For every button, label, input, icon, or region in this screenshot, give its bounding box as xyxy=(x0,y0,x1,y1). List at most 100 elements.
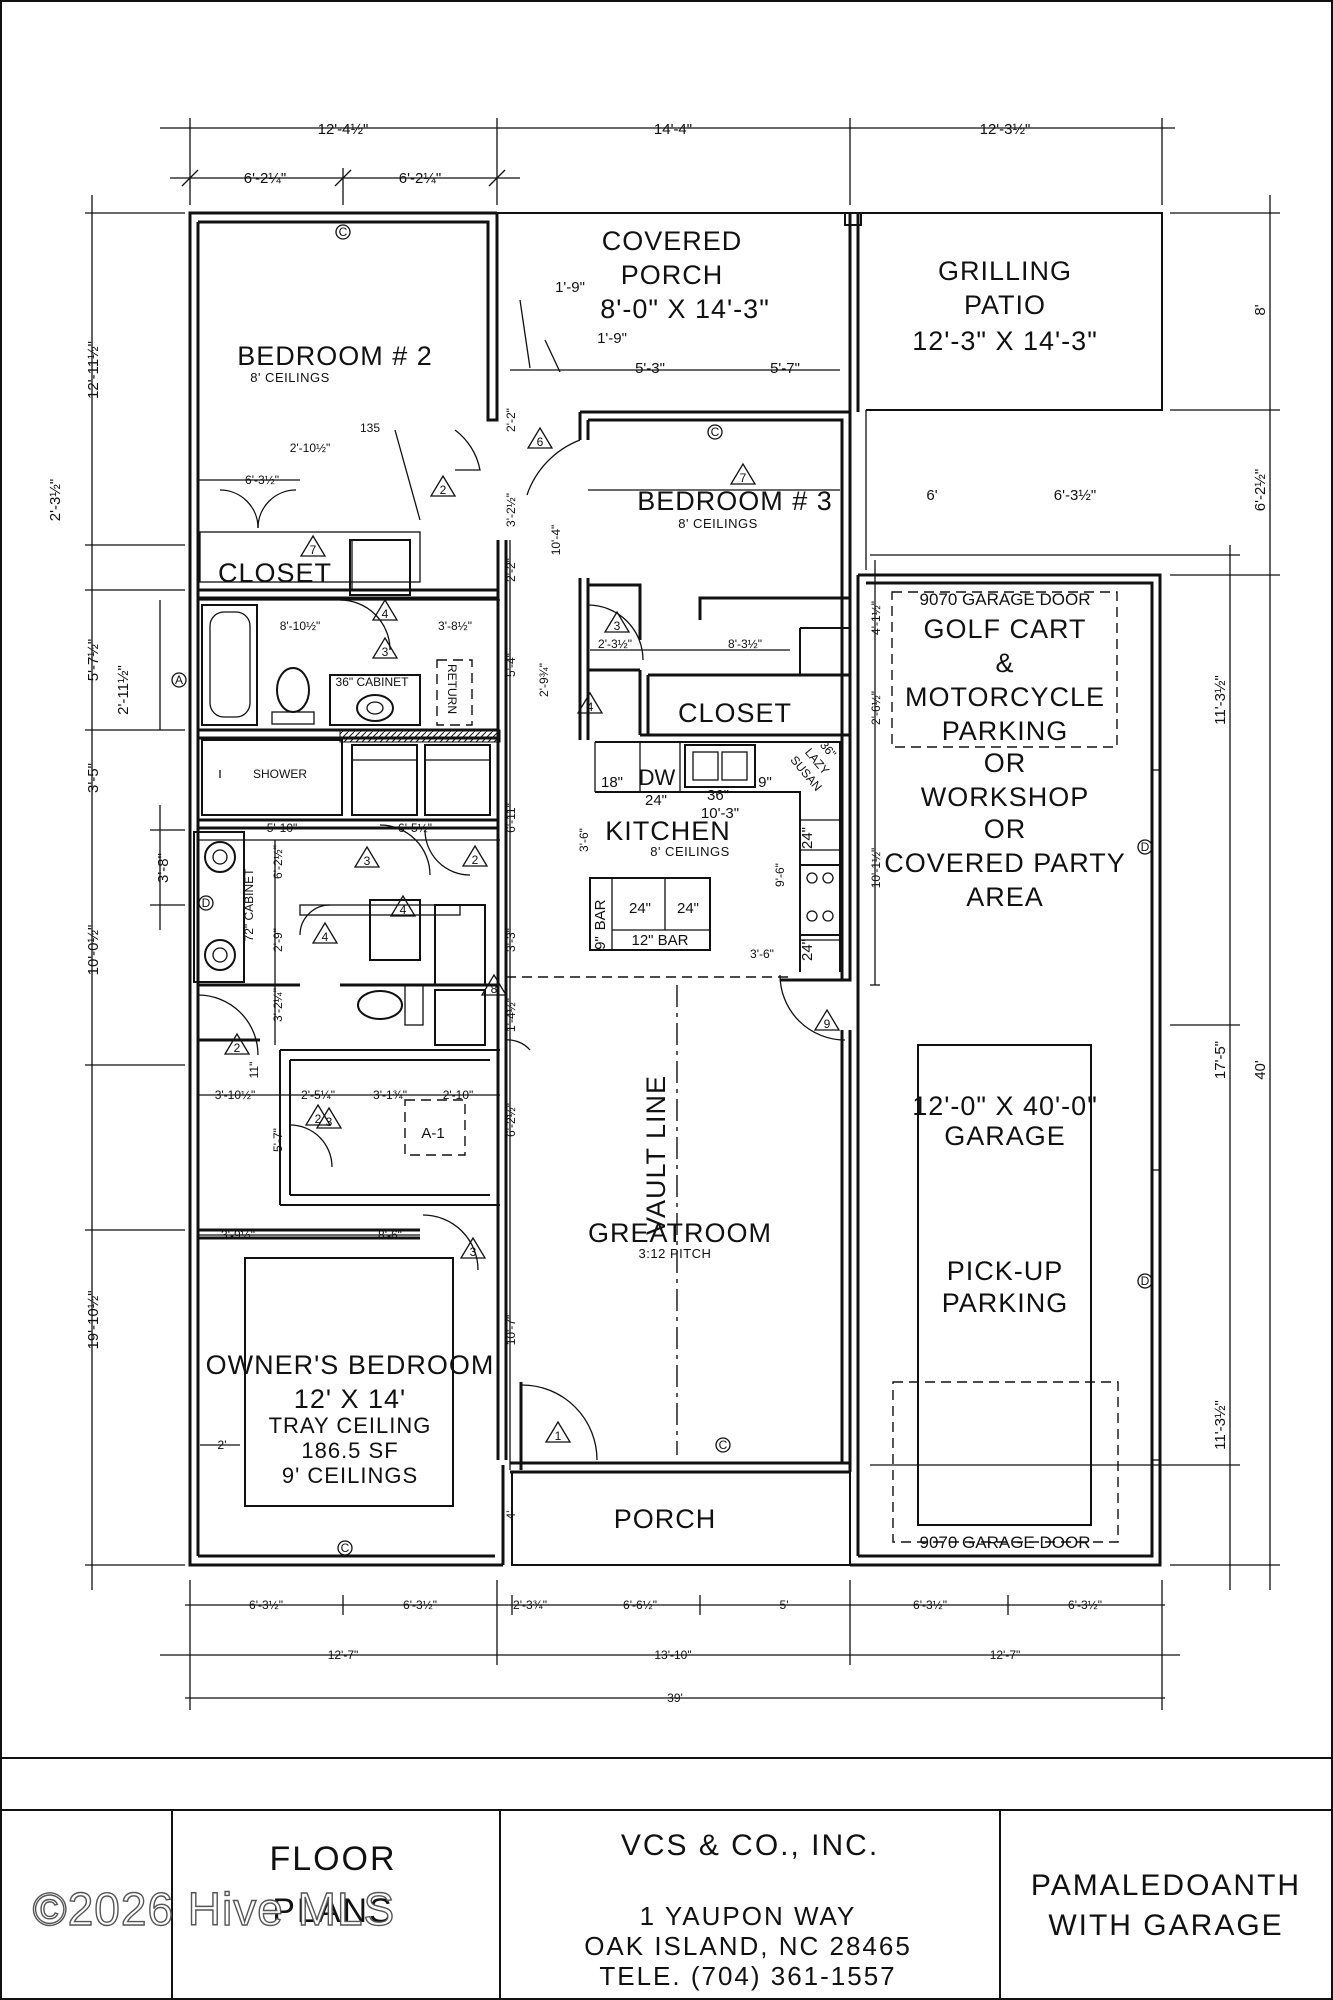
grilling-patio-label: PATIO xyxy=(964,290,1046,320)
svg-text:6'-2½": 6'-2½" xyxy=(271,845,285,879)
svg-text:3'-10½": 3'-10½" xyxy=(215,1088,256,1102)
owners-bedroom-area: 186.5 SF xyxy=(301,1438,398,1463)
svg-text:8'-6": 8'-6" xyxy=(378,1228,402,1242)
door-tags: 1 2 2 2 2 3 3 3 3 3 4 4 4 4 6 7 7 8 9 xyxy=(223,426,841,1443)
svg-text:2': 2' xyxy=(218,1438,227,1452)
door-tag: 4 xyxy=(311,921,339,944)
sheet-title: PLANS xyxy=(272,1892,394,1930)
door-tag: 3 xyxy=(603,610,631,633)
svg-text:6'-11": 6'-11" xyxy=(504,803,518,833)
svg-text:14'-4": 14'-4" xyxy=(654,121,692,138)
svg-text:6'-5½": 6'-5½" xyxy=(398,821,432,835)
company-address: OAK ISLAND, NC 28465 xyxy=(584,1931,912,1961)
watermark: ©2026 Hive MLS xyxy=(33,1883,395,1935)
svg-text:2: 2 xyxy=(440,483,447,497)
bar-24a-label: 24" xyxy=(629,900,651,917)
svg-text:2: 2 xyxy=(234,1041,241,1055)
svg-text:40': 40' xyxy=(1252,1060,1269,1080)
door-tag: 4 xyxy=(389,894,417,917)
svg-text:6: 6 xyxy=(537,435,544,449)
covered-porch-label: COVERED xyxy=(602,226,743,256)
svg-text:2'-5¼": 2'-5¼" xyxy=(301,1088,335,1102)
closet-left-label: CLOSET xyxy=(218,558,332,588)
door-symbol: D xyxy=(1137,839,1153,855)
garage-label: GARAGE xyxy=(944,1121,1066,1151)
bedroom3-ceiling: 8' CEILINGS xyxy=(678,516,758,531)
svg-text:6'-2½": 6'-2½" xyxy=(1252,469,1269,511)
svg-text:3'-5": 3'-5" xyxy=(85,763,102,793)
svg-text:2'-6½": 2'-6½" xyxy=(869,691,883,725)
svg-text:2'-3½": 2'-3½" xyxy=(47,479,64,521)
svg-text:3: 3 xyxy=(382,645,389,659)
company-name: VCS & CO., INC. xyxy=(621,1829,879,1862)
garage-bay-line: MOTORCYCLE xyxy=(905,682,1105,712)
svg-text:3: 3 xyxy=(326,1115,333,1129)
owners-bedroom-label: OWNER'S BEDROOM xyxy=(206,1350,495,1380)
door-tag: 7 xyxy=(729,462,757,485)
covered-porch-size: 8'-0" X 14'-3" xyxy=(600,294,770,324)
room-labels: COVERED PORCH 8'-0" X 14'-3" GRILLING PA… xyxy=(206,226,1125,1552)
svg-text:3: 3 xyxy=(470,1245,477,1259)
pickup-label: PICK-UP xyxy=(947,1256,1064,1286)
svg-text:A: A xyxy=(175,673,183,687)
kitchen-ceiling: 8' CEILINGS xyxy=(650,844,730,859)
svg-text:8'-3½": 8'-3½" xyxy=(728,637,762,651)
door-tag: 4 xyxy=(576,691,604,714)
plan-name: PAMALEDOANTH xyxy=(1031,1869,1301,1902)
svg-text:4'-1½": 4'-1½" xyxy=(869,601,883,635)
kitchen-dim: 9" xyxy=(758,774,772,791)
door-tag: 3 xyxy=(459,1236,487,1259)
door-tag: 2 xyxy=(223,1032,251,1055)
svg-text:11'-3½": 11'-3½" xyxy=(1212,1400,1229,1450)
svg-text:C: C xyxy=(341,1541,350,1555)
door-tag: 8 xyxy=(480,973,508,996)
closet-right-label: CLOSET xyxy=(678,698,792,728)
svg-text:4: 4 xyxy=(587,700,594,714)
door-tag: 3 xyxy=(371,636,399,659)
garage-bay-line: AREA xyxy=(966,882,1044,912)
svg-text:5'-7": 5'-7" xyxy=(271,1128,285,1152)
svg-text:7: 7 xyxy=(740,471,747,485)
kitchen-dim: 36" xyxy=(707,787,729,804)
svg-text:3'-2½": 3'-2½" xyxy=(504,493,518,527)
svg-text:12'-7": 12'-7" xyxy=(990,1648,1021,1662)
ceiling-fan-symbol: C xyxy=(707,424,723,440)
svg-text:5'-3": 5'-3" xyxy=(635,360,665,377)
svg-text:12'-11½": 12'-11½" xyxy=(85,341,102,399)
shower-label: SHOWER xyxy=(253,767,307,781)
svg-text:C: C xyxy=(339,225,348,239)
svg-text:6'-3½": 6'-3½" xyxy=(249,1598,283,1612)
owners-bedroom-ceiling: 9' CEILINGS xyxy=(282,1463,418,1488)
dimension-lines xyxy=(85,118,1280,1710)
svg-text:4: 4 xyxy=(382,607,389,621)
svg-text:8'-10½": 8'-10½" xyxy=(280,619,321,633)
svg-text:D: D xyxy=(202,896,211,910)
svg-text:3'-3": 3'-3" xyxy=(504,928,518,952)
svg-text:D: D xyxy=(1141,1274,1150,1288)
svg-text:4': 4' xyxy=(504,1511,518,1520)
svg-text:6'-3½": 6'-3½" xyxy=(403,1598,437,1612)
symbols: C C C C D D D A xyxy=(171,224,1153,1556)
svg-text:6'-3½": 6'-3½" xyxy=(1054,487,1096,504)
door-tag: 6 xyxy=(526,426,554,449)
garage-bay-line: OR xyxy=(984,748,1027,778)
owners-bedroom-ceiling: TRAY CEILING xyxy=(269,1413,432,1438)
svg-text:2'-10": 2'-10" xyxy=(443,1088,474,1102)
svg-text:8': 8' xyxy=(1252,304,1269,315)
garage-size: 12'-0" X 40'-0" xyxy=(912,1091,1098,1121)
kitchen-dim: 10'-3" xyxy=(701,805,739,822)
svg-text:3'-1¾": 3'-1¾" xyxy=(373,1088,407,1102)
svg-text:7: 7 xyxy=(310,543,317,557)
kitchen-dim: 24" xyxy=(799,827,816,849)
garage-bay-line: OR xyxy=(984,814,1027,844)
kitchen-dim: 24" xyxy=(645,792,667,809)
svg-text:8: 8 xyxy=(491,982,498,996)
svg-text:4: 4 xyxy=(322,930,329,944)
svg-text:2: 2 xyxy=(315,1112,322,1126)
door-symbol: D xyxy=(1137,1273,1153,1289)
svg-text:12'-4½": 12'-4½" xyxy=(318,121,369,138)
door-tag: 3 xyxy=(353,845,381,868)
ceiling-fan-symbol: C xyxy=(335,224,351,240)
svg-text:11'-3½": 11'-3½" xyxy=(1212,675,1229,725)
